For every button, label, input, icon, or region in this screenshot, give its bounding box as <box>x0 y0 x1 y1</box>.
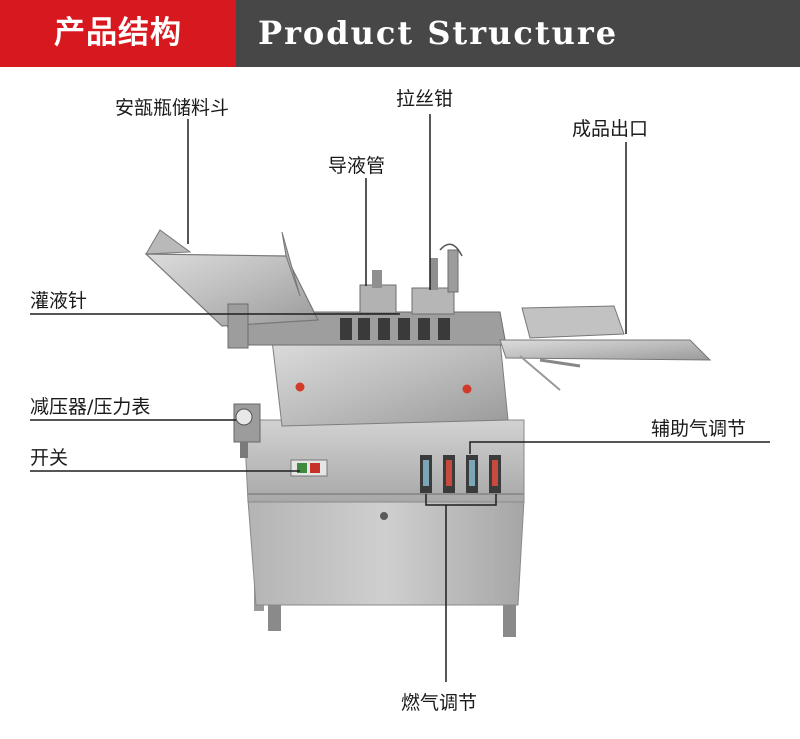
label-pressure-gauge: 减压器/压力表 <box>30 396 151 418</box>
switch-box <box>290 459 328 477</box>
upper-housing <box>271 339 509 427</box>
liquid-pipe-assembly <box>359 270 397 314</box>
leader-fuel-gas-bracket <box>425 494 497 506</box>
indicator-right <box>462 384 472 394</box>
label-hopper: 安瓿瓶储料斗 <box>115 97 230 119</box>
header-dark-block <box>236 0 800 67</box>
label-aux-gas: 辅助气调节 <box>651 418 747 440</box>
switch-green <box>297 463 307 473</box>
header-banner: 产品结构 Product Structure <box>0 0 800 67</box>
label-filling-needle: 灌液针 <box>30 290 88 312</box>
output-tray <box>499 305 712 391</box>
header-title-cn: 产品结构 <box>54 15 182 51</box>
filling-heads <box>340 318 450 340</box>
pressure-regulator <box>233 403 261 458</box>
label-wire-pliers: 拉丝钳 <box>396 88 454 110</box>
label-fuel-gas: 燃气调节 <box>401 692 478 714</box>
label-output: 成品出口 <box>572 118 649 140</box>
gas-flow-gauges <box>420 455 501 493</box>
header-title-en: Product Structure <box>258 14 619 52</box>
ampoule-hopper <box>144 229 319 349</box>
leader-lines <box>30 114 770 682</box>
leader-aux-gas <box>469 441 770 454</box>
header-red-block <box>0 0 236 67</box>
cabinet-lock <box>380 512 388 520</box>
wire-pliers-assembly <box>411 243 463 315</box>
machine-diagram <box>30 114 770 682</box>
label-liquid-pipe: 导液管 <box>328 155 386 177</box>
label-switch: 开关 <box>30 447 69 469</box>
middle-body <box>243 419 525 503</box>
switch-red <box>310 463 320 473</box>
indicator-left <box>295 382 305 392</box>
